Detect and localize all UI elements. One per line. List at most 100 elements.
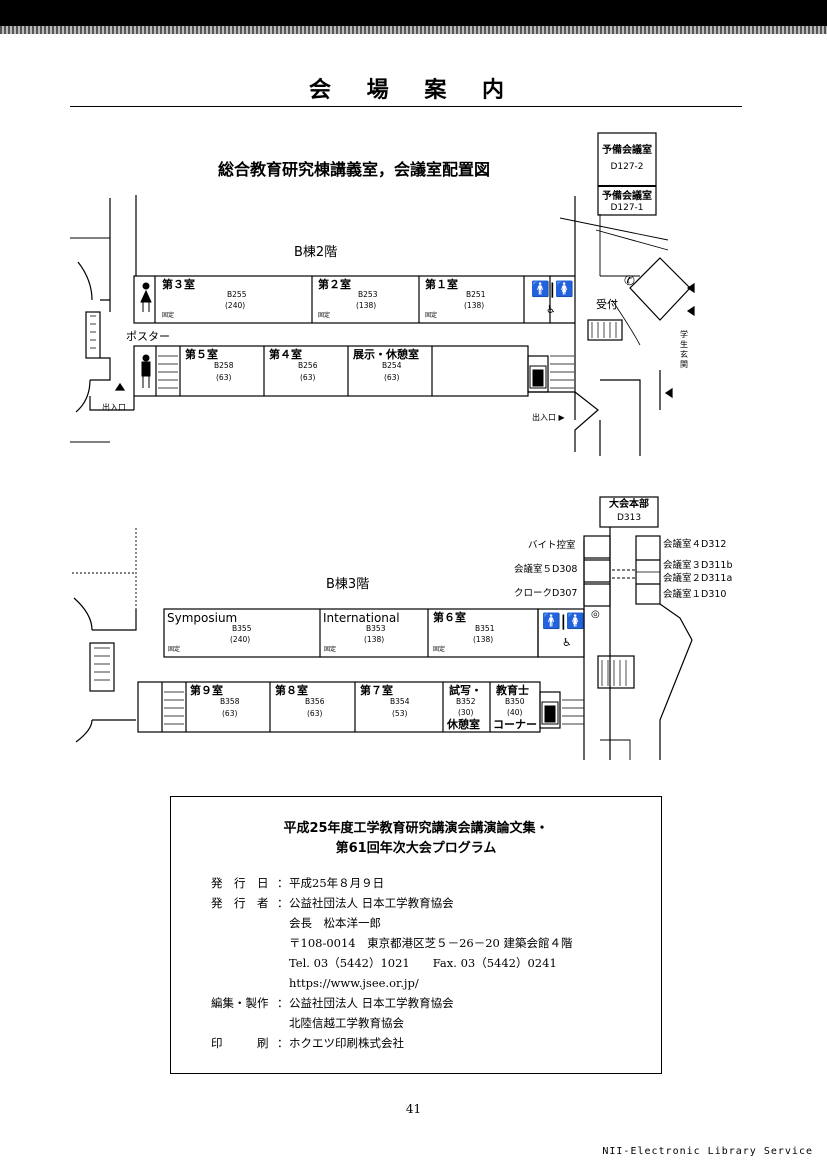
page-number: 41 xyxy=(405,1102,422,1116)
floor-plan-drawing xyxy=(70,132,695,760)
room-2-cap: (138) xyxy=(356,301,377,310)
symposium-cap: (240) xyxy=(230,635,251,644)
international-name: International xyxy=(323,611,400,625)
symposium-code: B355 xyxy=(232,624,252,633)
footer-service-label: NII-Electronic Library Service xyxy=(602,1146,813,1157)
room-1-cap: (138) xyxy=(464,301,485,310)
page-title: 会 場 案 内 xyxy=(309,78,518,103)
student-gate-label: 学生玄関 xyxy=(680,330,688,369)
preview-room-line1: 試写・ xyxy=(449,684,482,697)
international-fixed: 固定 xyxy=(324,646,337,653)
printer-value: ホクエツ印刷株式会社 xyxy=(289,1036,404,1050)
reserve-room-1-code: D127-2 xyxy=(610,162,644,172)
room-4-cap: (63) xyxy=(300,373,316,382)
room-2-fixed: 固定 xyxy=(318,312,331,319)
publisher-label: 発 行 者 xyxy=(211,896,269,910)
room-4-name: 第４室 xyxy=(269,348,302,361)
room-5-cap: (63) xyxy=(216,373,232,382)
preview-room-code: B352 xyxy=(456,697,476,706)
reception-label: 受付 xyxy=(596,298,618,311)
floor2-label: B棟2階 xyxy=(294,245,338,260)
top-black-bar xyxy=(0,0,827,26)
room-6-cap: (138) xyxy=(473,635,494,644)
room-1-name: 第１室 xyxy=(425,278,458,291)
room-3-name: 第３室 xyxy=(162,278,195,291)
hq-name: 大会本部 xyxy=(609,499,649,510)
floor3-right-label-2: 会議室３D311b xyxy=(663,560,733,571)
room-8-cap: (63) xyxy=(307,709,323,718)
symposium-name: Symposium xyxy=(167,611,238,625)
room-6-fixed: 固定 xyxy=(433,646,446,653)
issue-date-value: 平成25年８月９日 xyxy=(289,876,385,890)
colophon-box: 平成25年度工学教育研究講演会講演論文集・ 第61回年次大会プログラム 発 行 … xyxy=(170,796,662,1074)
room-3-fixed: 固定 xyxy=(162,312,175,319)
room-1-fixed: 固定 xyxy=(425,312,438,319)
preview-room-line2: 休憩室 xyxy=(447,718,480,731)
room-5-name: 第５室 xyxy=(185,348,218,361)
international-code: B353 xyxy=(366,624,386,633)
publisher-line-2: 会長 松本洋一郎 xyxy=(289,916,381,930)
exhibit-room-name: 展示・休憩室 xyxy=(353,348,419,361)
room-9-name: 第９室 xyxy=(190,684,223,697)
poster-label: ポスター xyxy=(126,330,170,343)
colophon-title-2: 第61回年次大会プログラム xyxy=(335,841,497,856)
wheelchair-icon-3f: ♿ xyxy=(562,636,572,649)
floor3-left-label-2: 会議室５D308 xyxy=(514,564,578,575)
room-9-cap: (63) xyxy=(222,709,238,718)
floor3-left-label-3: クロークD307 xyxy=(514,588,578,599)
wheelchair-icon: ♿ xyxy=(546,303,556,316)
restroom-icon: 🚹|🚺 xyxy=(531,280,574,298)
room-8-name: 第８室 xyxy=(275,684,308,697)
preview-room-cap: (30) xyxy=(458,708,474,717)
floor3-left-label-1: バイト控室 xyxy=(528,540,576,551)
room-6-name: 第６室 xyxy=(433,611,466,624)
top-halftone-bar xyxy=(0,26,827,34)
room-7-name: 第７室 xyxy=(360,684,393,697)
editor-line-2: 北陸信越工学教育協会 xyxy=(289,1016,404,1030)
educator-corner-cap: (40) xyxy=(507,708,523,717)
room-3-code: B255 xyxy=(227,290,247,299)
room-4-code: B256 xyxy=(298,361,318,370)
editor-label: 編集・製作 xyxy=(211,996,269,1010)
exhibit-room-cap: (63) xyxy=(384,373,400,382)
room-3-cap: (240) xyxy=(225,301,246,310)
publisher-address: 〒108-0014 東京都港区芝５－26－20 建築会館４階 xyxy=(289,936,573,950)
reserve-room-2-name: 予備会議室 xyxy=(602,191,652,202)
reserve-room-1-name: 予備会議室 xyxy=(602,145,652,156)
educator-corner-line2: コーナー xyxy=(493,718,537,731)
room-8-code: B356 xyxy=(305,697,325,706)
entrance-left-label: 出入口 xyxy=(102,403,126,412)
editor-line-1: 公益社団法人 日本工学教育協会 xyxy=(289,996,454,1010)
phone-icon: ✆ xyxy=(624,274,635,289)
floor3-right-label-4: 会議室１D310 xyxy=(663,589,727,600)
symposium-fixed: 固定 xyxy=(168,646,181,653)
printer-label: 印 刷 xyxy=(211,1036,269,1050)
reserve-room-2-code: D127-1 xyxy=(610,203,644,213)
international-cap: (138) xyxy=(364,635,385,644)
educator-corner-line1: 教育士 xyxy=(496,684,529,697)
room-2-code: B253 xyxy=(358,290,378,299)
title-rule xyxy=(70,106,742,107)
publisher-phone: Tel. 03（5442）1021 Fax. 03（5442）0241 xyxy=(289,956,557,970)
room-9-code: B358 xyxy=(220,697,240,706)
room-1-code: B251 xyxy=(466,290,486,299)
floor3-label: B棟3階 xyxy=(326,577,370,592)
room-2-name: 第２室 xyxy=(318,278,351,291)
exhibit-room-code: B254 xyxy=(382,361,402,370)
map-heading: 総合教育研究棟講義室，会議室配置図 xyxy=(218,160,491,179)
room-5-code: B258 xyxy=(214,361,234,370)
hq-code: D313 xyxy=(616,513,642,523)
restroom-icon-3f: 🚹|🚺 xyxy=(542,612,585,630)
entrance-right-label: 出入口 ▶ xyxy=(532,413,565,422)
educator-corner-code: B350 xyxy=(505,697,525,706)
publisher-line-1: 公益社団法人 日本工学教育協会 xyxy=(289,896,454,910)
floor3-right-label-1: 会議室４D312 xyxy=(663,539,727,550)
publisher-url: https://www.jsee.or.jp/ xyxy=(289,976,419,990)
room-7-cap: (53) xyxy=(392,709,408,718)
issue-date-label: 発 行 日 xyxy=(211,876,269,890)
colophon-title-1: 平成25年度工学教育研究講演会講演論文集・ xyxy=(283,821,549,836)
room-7-code: B354 xyxy=(390,697,410,706)
floor3-right-label-3: 会議室２D311a xyxy=(663,573,733,584)
sink-icon: ◎ xyxy=(591,609,600,620)
room-6-code: B351 xyxy=(475,624,495,633)
